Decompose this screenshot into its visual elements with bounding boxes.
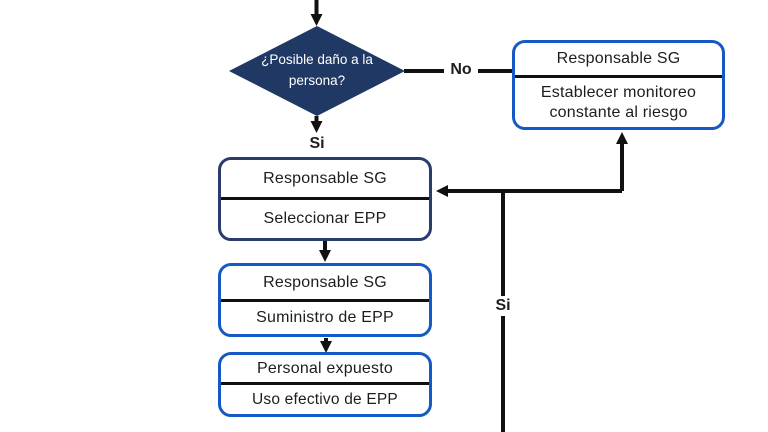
node-header: Responsable SG — [221, 160, 429, 200]
edge-label-no: No — [444, 60, 478, 80]
decision-text-line1: ¿Posible daño a la — [261, 52, 373, 68]
node-header: Personal expuesto — [221, 355, 429, 385]
decision-text: ¿Posible daño a la persona? — [261, 50, 373, 92]
decision-text-line2: persona? — [288, 73, 346, 88]
node-header: Responsable SG — [515, 43, 722, 78]
node-body: Uso efectivo de EPP — [252, 390, 398, 408]
node-establecer-monitoreo: Responsable SG Establecer monitoreo cons… — [512, 40, 725, 130]
node-body: Seleccionar EPP — [263, 210, 387, 227]
node-uso-efectivo-epp: Personal expuesto Uso efectivo de EPP — [218, 352, 432, 417]
edge-label-si-loop: Si — [488, 296, 518, 316]
node-header: Responsable SG — [221, 266, 429, 302]
node-suministro-epp: Responsable SG Suministro de EPP — [218, 263, 432, 337]
node-seleccionar-epp: Responsable SG Seleccionar EPP — [218, 157, 432, 241]
node-body: Suministro de EPP — [256, 309, 394, 326]
node-body: Establecer monitoreo constante al riesgo — [540, 83, 697, 121]
edge-label-si: Si — [298, 134, 336, 154]
